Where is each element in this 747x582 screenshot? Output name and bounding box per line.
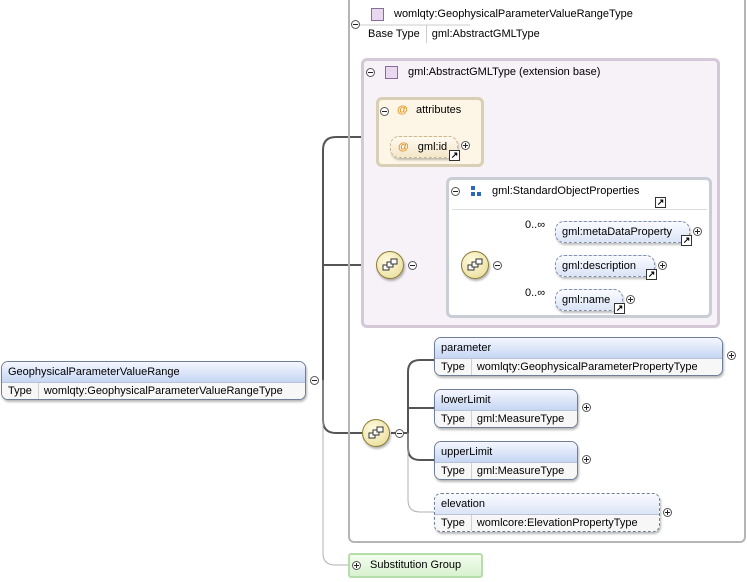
complex-type-name: womlqty:GeophysicalParameterValueRangeTy… <box>394 8 633 20</box>
complex-type-collapse-toggle[interactable] <box>351 20 360 29</box>
seq3-to-parameter-line <box>407 359 434 433</box>
attributes-at-icon: @ <box>397 104 408 116</box>
name-occurs: 0..∞ <box>525 287 546 299</box>
name-link-icon[interactable]: ↗ <box>614 303 625 314</box>
extension-collapse-toggle[interactable] <box>366 68 375 77</box>
parameter-expand-toggle[interactable] <box>727 351 736 360</box>
description-link-icon[interactable]: ↗ <box>646 269 657 280</box>
extension-title: gml:AbstractGMLType (extension base) <box>408 66 601 78</box>
root-to-substitution-line <box>322 380 348 566</box>
base-type-key: Base Type <box>362 25 427 43</box>
complex-type-frame <box>348 0 746 543</box>
lowerlimit-type-value: gml:MeasureType <box>476 413 565 425</box>
complex-type-icon <box>371 8 384 21</box>
attributes-collapse-toggle[interactable] <box>380 107 389 116</box>
group-collapse-toggle[interactable] <box>451 187 460 196</box>
substitution-group-label: Substitution Group <box>370 559 462 571</box>
elevation-element[interactable]: elevation Type womlcore:ElevationPropert… <box>434 493 660 532</box>
gml-id-expand-toggle[interactable] <box>461 141 470 150</box>
base-type-row: Base Type gml:AbstractGMLType <box>362 25 658 43</box>
lowerlimit-name: lowerLimit <box>435 390 577 410</box>
description-label: gml:description <box>562 260 636 272</box>
lowerlimit-expand-toggle[interactable] <box>582 403 591 412</box>
base-type-value: gml:AbstractGMLType <box>431 28 540 40</box>
upperlimit-type-row: Type gml:MeasureType <box>435 462 577 479</box>
root-type-row: Type womlqty:GeophysicalParameterValueRa… <box>2 382 305 399</box>
upperlimit-type-value: gml:MeasureType <box>476 465 565 477</box>
attributes-title: attributes <box>416 104 462 116</box>
elevation-name: elevation <box>435 494 659 514</box>
metadata-occurs: 0..∞ <box>525 219 546 231</box>
upperlimit-expand-toggle[interactable] <box>582 455 591 464</box>
name-element[interactable]: gml:name <box>555 289 623 311</box>
parameter-element[interactable]: parameter Type womlqty:GeophysicalParame… <box>434 337 723 376</box>
parameter-type-row: Type womlqty:GeophysicalParameterPropert… <box>435 358 722 375</box>
substitution-expand-toggle[interactable] <box>352 561 361 570</box>
root-type-value: womlqty:GeophysicalParameterValueRangeTy… <box>43 385 283 397</box>
sequence-icon-3[interactable] <box>362 419 390 447</box>
parameter-name: parameter <box>435 338 722 358</box>
metadata-property-element[interactable]: gml:metaDataProperty <box>555 221 690 243</box>
group-title: gml:StandardObjectProperties <box>492 185 640 197</box>
metadata-expand-toggle[interactable] <box>693 227 702 236</box>
sequence-icon-1[interactable] <box>376 251 404 279</box>
sequence-2-collapse-toggle[interactable] <box>493 261 502 270</box>
description-expand-toggle[interactable] <box>658 261 667 270</box>
elevation-type-key: Type <box>435 515 472 531</box>
upperlimit-name: upperLimit <box>435 442 577 462</box>
elevation-type-value: womlcore:ElevationPropertyType <box>476 517 638 529</box>
lowerlimit-type-key: Type <box>435 411 472 427</box>
name-label: gml:name <box>562 294 611 306</box>
description-element[interactable]: gml:description <box>555 255 655 277</box>
sequence-3-collapse-toggle[interactable] <box>395 429 404 438</box>
elevation-type-row: Type womlcore:ElevationPropertyType <box>435 514 659 531</box>
substitution-group-box[interactable] <box>348 553 483 578</box>
name-expand-toggle[interactable] <box>626 295 635 304</box>
root-to-attributes-line <box>322 136 376 380</box>
group-title-divider <box>452 209 707 210</box>
extension-type-icon <box>385 66 398 79</box>
lowerlimit-element[interactable]: lowerLimit Type gml:MeasureType <box>434 389 578 428</box>
group-link-icon[interactable]: ↗ <box>655 197 666 208</box>
metadata-link-icon[interactable]: ↗ <box>681 235 692 246</box>
sequence-icon-2[interactable] <box>461 251 489 279</box>
parameter-type-key: Type <box>435 359 472 375</box>
root-type-key: Type <box>2 383 39 399</box>
elevation-expand-toggle[interactable] <box>663 508 672 517</box>
root-collapse-toggle[interactable] <box>310 376 319 385</box>
group-squares-icon <box>471 186 482 197</box>
root-element[interactable]: GeophysicalParameterValueRange Type woml… <box>1 361 306 400</box>
seq3-to-elevation-line <box>407 433 434 513</box>
root-element-name: GeophysicalParameterValueRange <box>2 362 305 382</box>
upperlimit-type-key: Type <box>435 463 472 479</box>
upperlimit-element[interactable]: upperLimit Type gml:MeasureType <box>434 441 578 480</box>
lowerlimit-type-row: Type gml:MeasureType <box>435 410 577 427</box>
metadata-property-label: gml:metaDataProperty <box>562 226 673 238</box>
sequence-1-collapse-toggle[interactable] <box>408 261 417 270</box>
gml-id-at-icon: @ <box>398 141 409 153</box>
gml-id-attribute[interactable]: @ gml:id <box>390 136 458 158</box>
parameter-type-value: womlqty:GeophysicalParameterPropertyType <box>476 361 698 373</box>
gml-id-label: gml:id <box>417 141 448 153</box>
gml-id-link-icon[interactable]: ↗ <box>449 150 460 161</box>
